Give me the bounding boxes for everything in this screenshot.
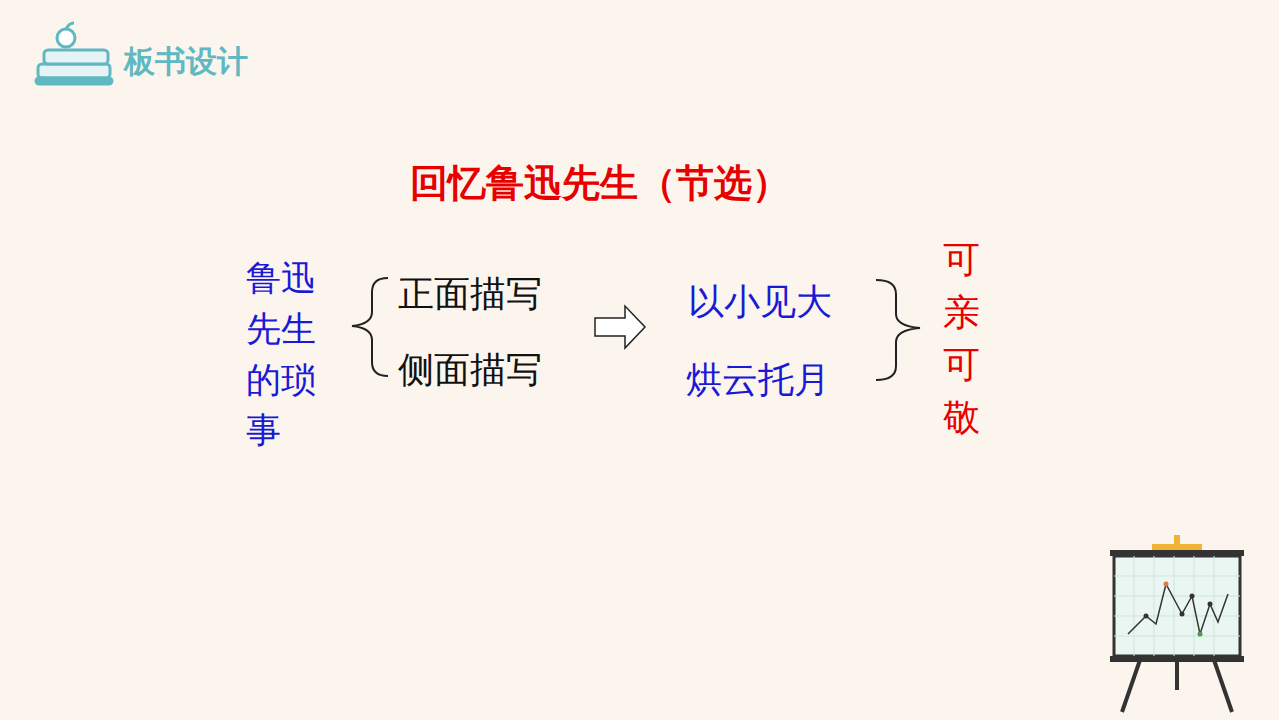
hollow-arrow [595, 306, 645, 348]
topic-column: 鲁迅先生的琐事 [246, 254, 316, 457]
right-brace [876, 280, 920, 380]
effect-text: 以小见大 [688, 278, 832, 327]
conclusion-column: 可亲可敬 [943, 234, 980, 444]
effect-text: 烘云托月 [686, 356, 830, 405]
method-text: 侧面描写 [398, 346, 542, 395]
title: 回忆鲁迅先生（节选） [410, 158, 790, 209]
easel-chart [1110, 535, 1244, 712]
left-brace [352, 278, 388, 376]
section-heading: 板书设计 [124, 41, 248, 83]
method-text: 正面描写 [398, 270, 542, 319]
books-icon [36, 23, 112, 84]
